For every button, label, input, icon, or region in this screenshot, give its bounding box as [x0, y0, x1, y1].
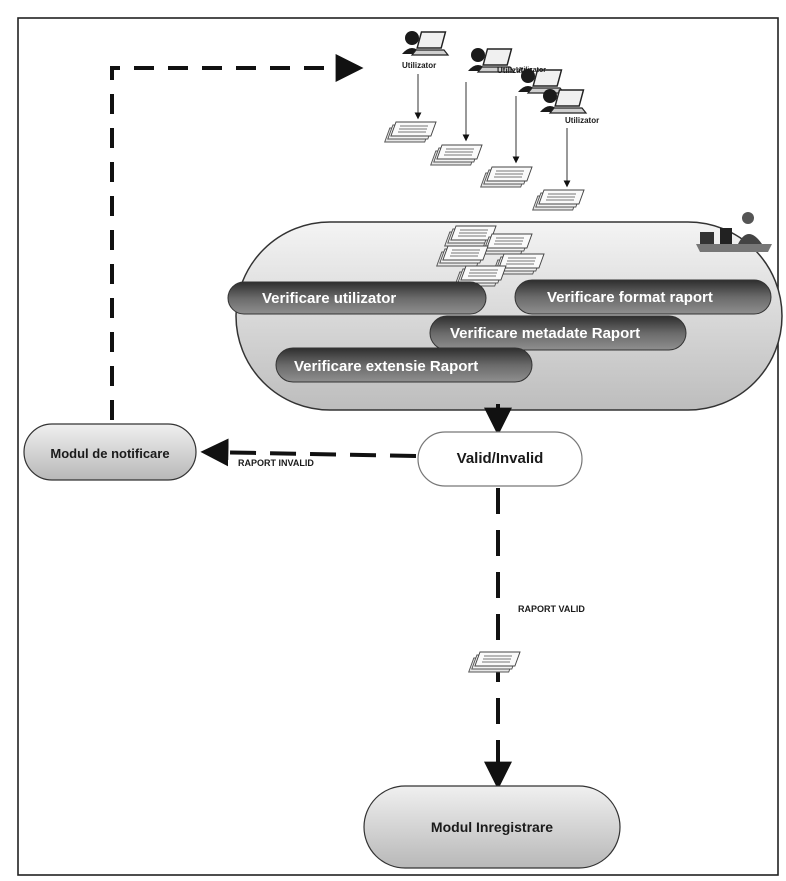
- document-stack-icon: [480, 166, 533, 188]
- user-1: Utilizator: [401, 30, 449, 70]
- user-laptop-icon: [539, 88, 587, 114]
- invalid-label: RAPORT INVALID: [238, 458, 314, 468]
- document-stack-icon: [436, 245, 489, 267]
- user-4-label: Utilizator: [565, 116, 599, 125]
- page-frame: [17, 17, 779, 876]
- document-stack-icon: [532, 189, 585, 211]
- notification-module: Modul de notificare: [23, 423, 197, 481]
- registration-label: Modul Inregistrare: [431, 819, 553, 835]
- feedback-arrow: [110, 54, 364, 420]
- check-metadata-label: Verificare metadate Raport: [450, 325, 640, 342]
- operator-desk-icon: [696, 212, 772, 252]
- document-stack-icon: [384, 121, 437, 143]
- invalid-arrow: [200, 438, 417, 467]
- valid-label: RAPORT VALID: [518, 604, 585, 614]
- user-4: Utilizator: [539, 88, 599, 125]
- check-extension: Verificare extensie Raport: [275, 347, 533, 383]
- check-user: Verificare utilizator: [227, 281, 487, 315]
- registration-module: Modul Inregistrare: [363, 785, 621, 869]
- check-metadata: Verificare metadate Raport: [429, 315, 687, 351]
- document-stack-icon: [430, 144, 483, 166]
- check-user-label: Verificare utilizator: [262, 290, 396, 307]
- check-extension-label: Verificare extensie Raport: [294, 358, 478, 375]
- decision-label: Valid/Invalid: [457, 450, 544, 467]
- user-laptop-icon: [401, 30, 449, 56]
- user-1-label: Utilizator: [402, 61, 436, 70]
- user-2: Utilizator: [467, 47, 531, 75]
- document-stack-icon: [468, 651, 521, 673]
- check-format: Verificare format raport: [514, 279, 772, 315]
- user-3-label: Utilizator: [516, 67, 546, 74]
- user-3: Utilizator: [516, 67, 565, 94]
- decision-node: Valid/Invalid: [417, 431, 583, 487]
- notification-label: Modul de notificare: [50, 446, 169, 461]
- document-stack-icon: [480, 233, 533, 255]
- user-2-label: Utilizator: [497, 66, 531, 75]
- check-format-label: Verificare format raport: [547, 289, 713, 306]
